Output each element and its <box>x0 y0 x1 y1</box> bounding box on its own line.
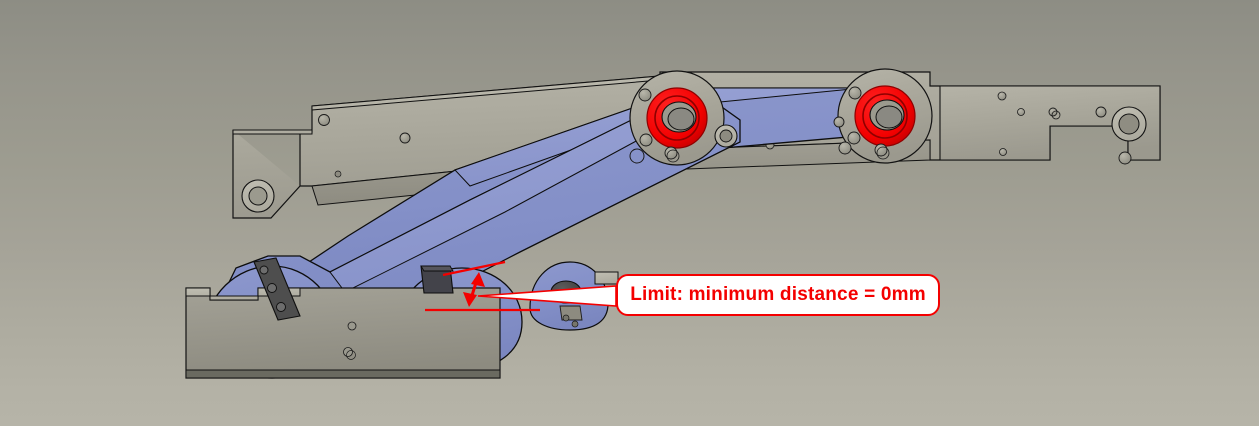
double-headed-dimension-arrow <box>463 272 485 307</box>
bearing-housing-left <box>629 70 738 166</box>
lower-base-plate <box>185 287 501 379</box>
slotted-bracket <box>253 257 301 321</box>
bearing-housing-right <box>833 68 933 164</box>
limit-callout-box[interactable]: Limit: minimum distance = 0mm <box>616 274 940 316</box>
limit-callout-label: Limit: minimum distance = 0mm <box>630 284 926 305</box>
rubber-bumper-block <box>420 265 454 294</box>
